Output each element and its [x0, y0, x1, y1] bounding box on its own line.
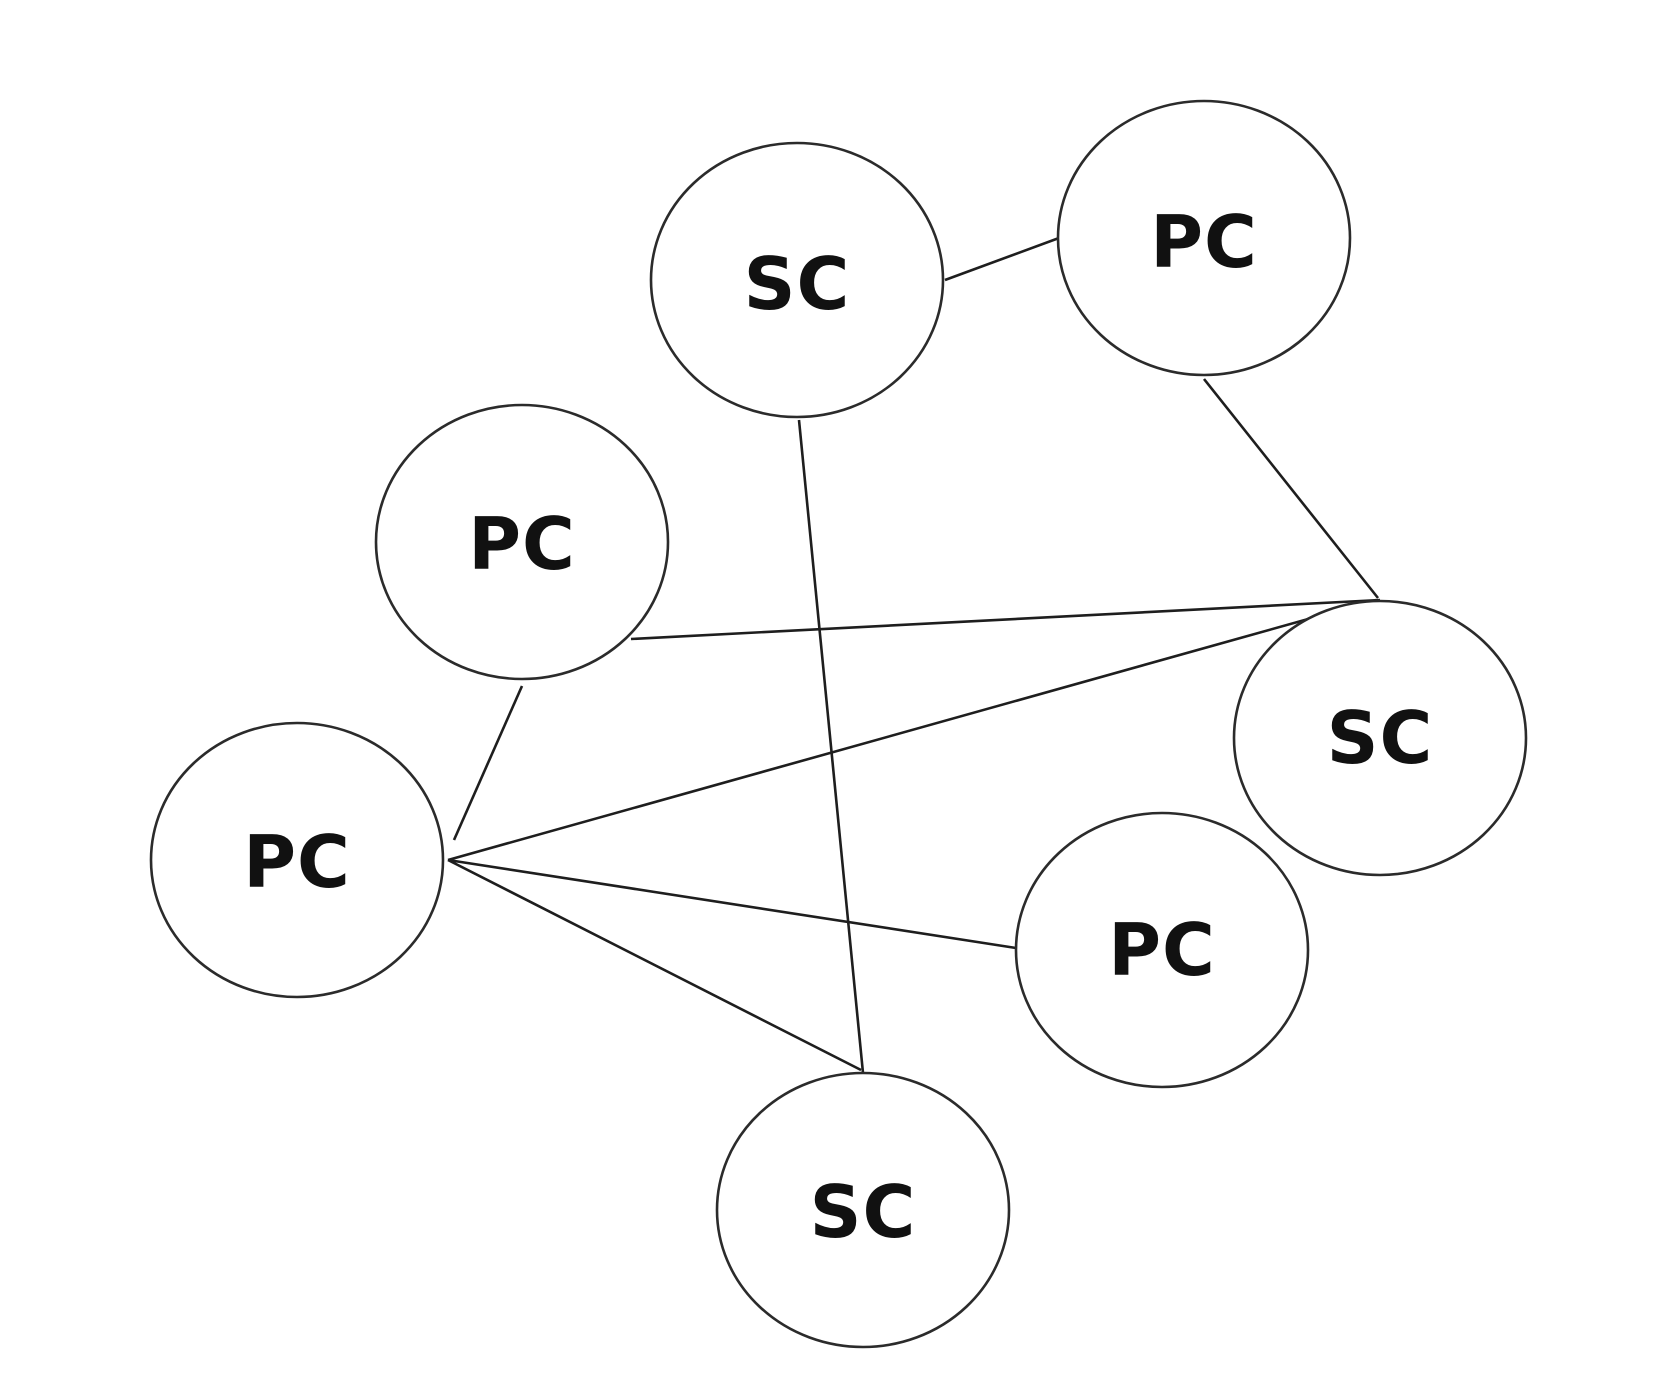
node-pc-top-right: PC — [1056, 99, 1352, 377]
edge-pc-left-to-pc-lower-right — [447, 858, 1017, 950]
edge-pc-upper-left-to-sc-right — [630, 598, 1381, 641]
node-sc-top: SC — [649, 141, 945, 419]
node-sc-right-label: SC — [1327, 696, 1434, 780]
node-pc-lower-right-label: PC — [1108, 908, 1216, 992]
node-pc-upper-left-label: PC — [468, 502, 576, 586]
node-pc-left: PC — [149, 721, 445, 999]
edge-sc-top-to-sc-bottom — [797, 419, 865, 1074]
node-pc-left-label: PC — [243, 820, 351, 904]
nodes-layer: SC PC PC SC PC PC — [149, 99, 1528, 1349]
node-pc-lower-right: PC — [1014, 811, 1310, 1089]
node-sc-bottom-circle — [715, 1071, 1011, 1349]
node-pc-top-right-circle — [1056, 99, 1352, 377]
node-pc-upper-left-circle — [374, 403, 670, 681]
node-sc-top-label: SC — [744, 242, 851, 326]
node-pc-top-right-label: PC — [1150, 200, 1258, 284]
node-sc-bottom: SC — [715, 1071, 1011, 1349]
node-pc-left-circle — [149, 721, 445, 999]
edge-sc-top-to-pc-top-right — [944, 236, 1060, 282]
node-sc-right-circle — [1232, 599, 1528, 877]
node-sc-top-circle — [649, 141, 945, 419]
edge-pc-top-right-to-sc-right — [1202, 378, 1380, 599]
node-sc-bottom-label: SC — [810, 1170, 917, 1254]
edge-pc-left-to-sc-right — [447, 598, 1377, 862]
edge-pc-left-to-sc-bottom — [447, 858, 862, 1072]
node-pc-upper-left: PC — [374, 403, 670, 681]
edge-pc-upper-left-to-pc-left — [452, 685, 524, 841]
node-sc-right: SC — [1232, 599, 1528, 877]
node-pc-lower-right-circle — [1014, 811, 1310, 1089]
edges-layer — [447, 236, 1381, 1074]
